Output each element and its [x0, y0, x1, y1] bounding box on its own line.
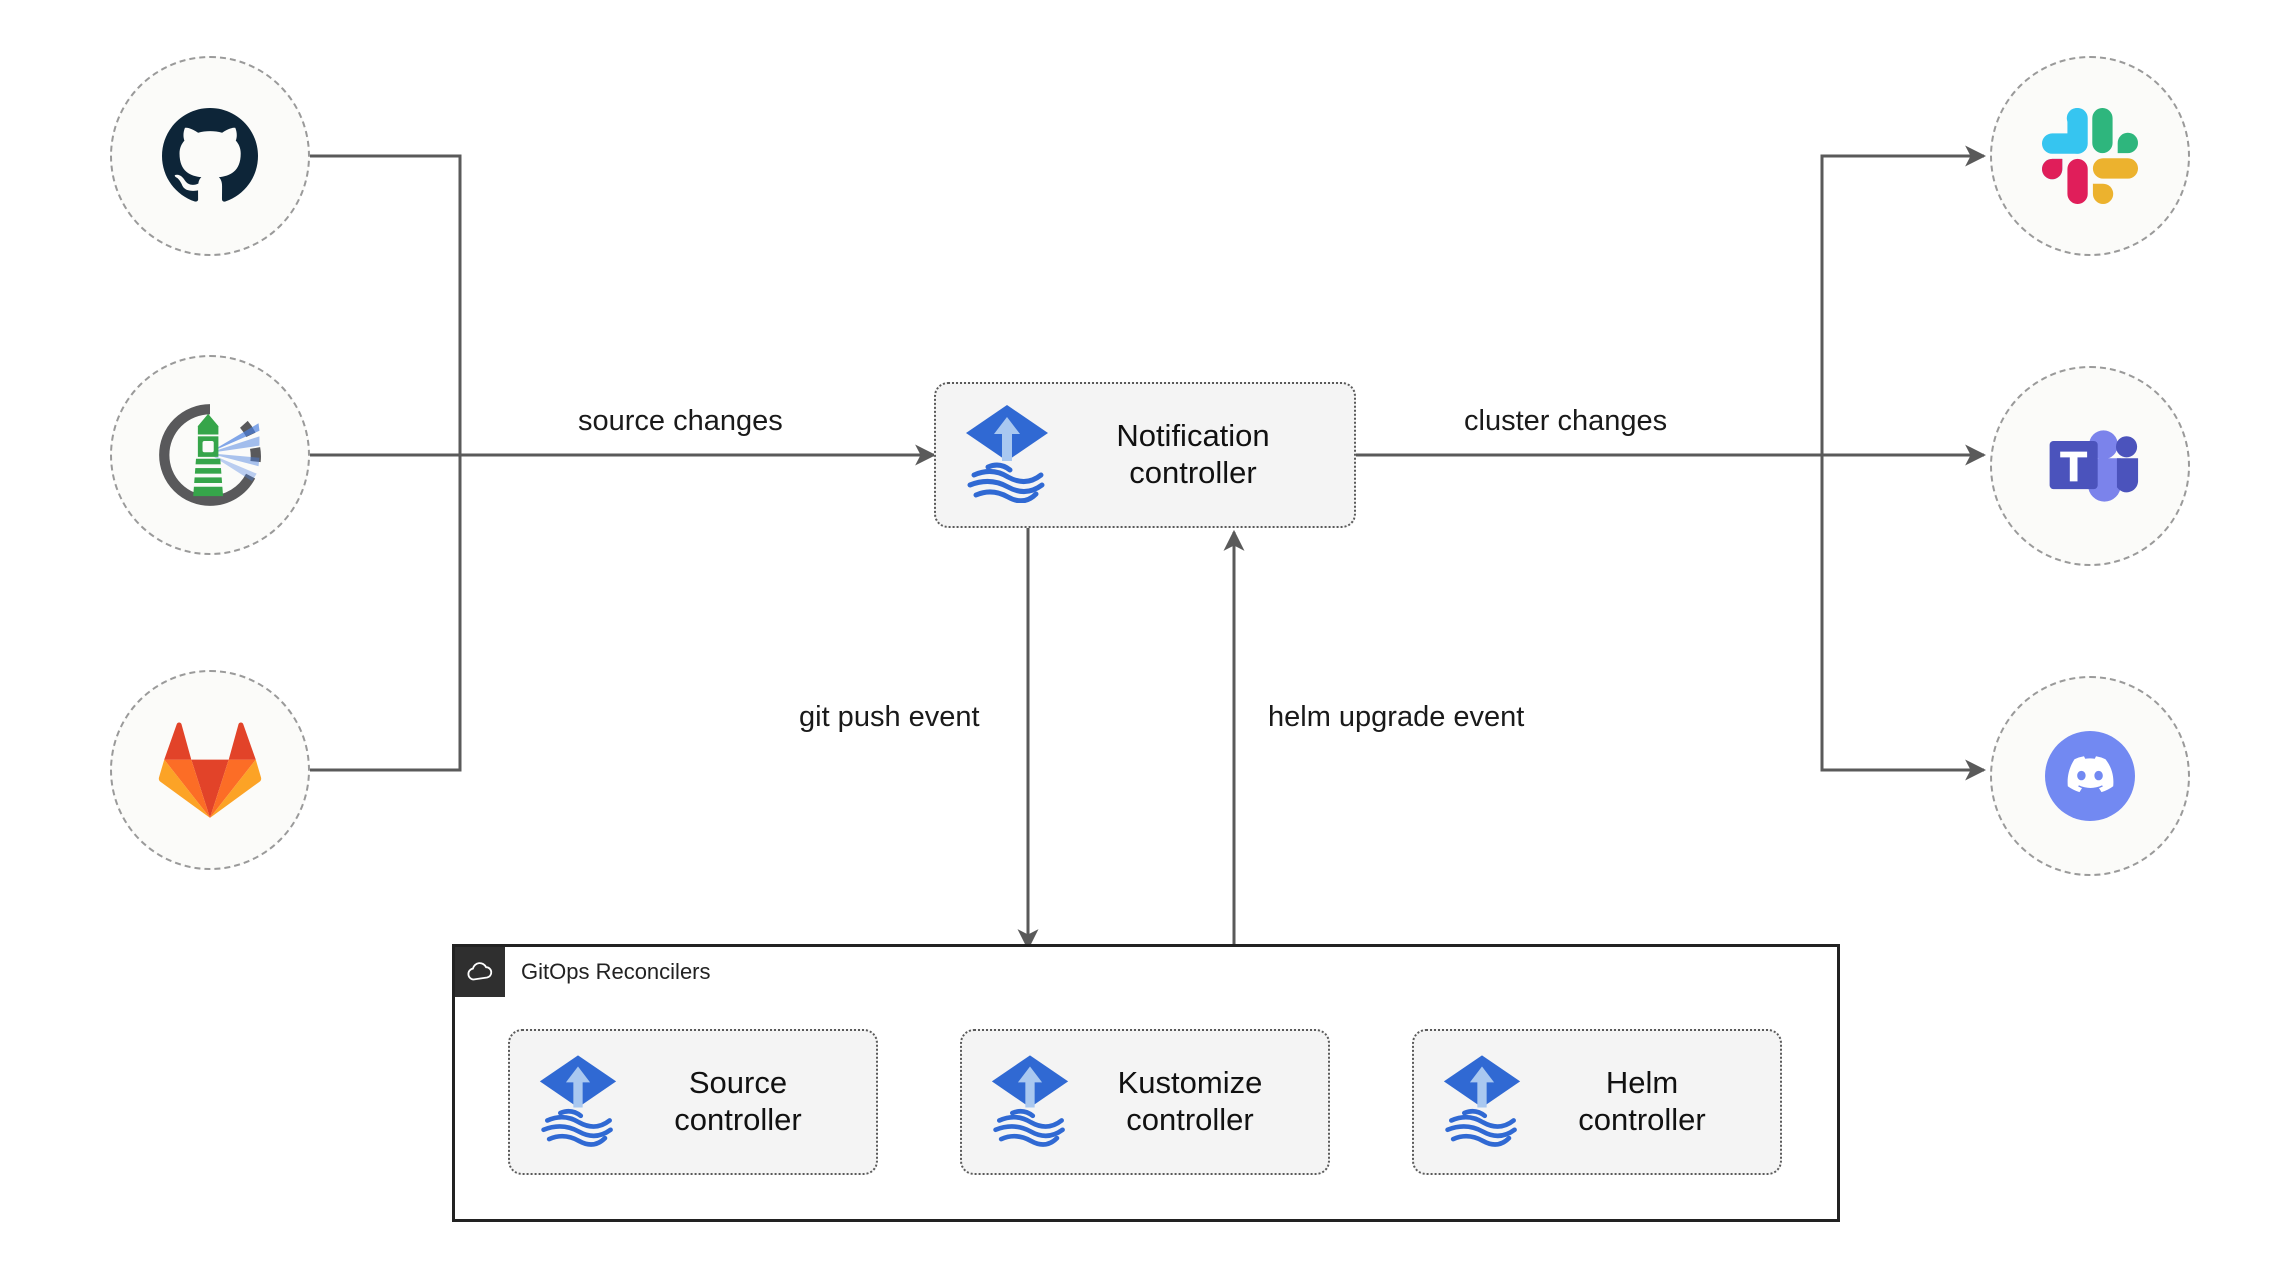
edge-label-source-changes: source changes [578, 405, 783, 437]
notification-controller-node[interactable]: Notification controller [934, 382, 1356, 528]
source-controller-label: Source controller [674, 1065, 802, 1137]
destination-node-microsoft-teams[interactable] [1990, 366, 2190, 566]
edge-label-git-push-event: git push event [799, 701, 980, 733]
flux-logo-icon [1442, 1053, 1522, 1152]
helm-controller-label: Helm controller [1578, 1065, 1706, 1137]
flux-logo-icon [538, 1053, 618, 1152]
kustomize-controller-node[interactable]: Kustomize controller [960, 1029, 1330, 1175]
group-title: GitOps Reconcilers [521, 959, 711, 984]
discord-icon [2045, 731, 2135, 821]
microsoft-teams-icon [2049, 430, 2139, 502]
wire-bus-to-discord [1820, 455, 1987, 781]
cloud-icon [467, 962, 493, 981]
edge-label-cluster-changes: cluster changes [1464, 405, 1668, 437]
helm-controller-node[interactable]: Helm controller [1412, 1029, 1782, 1175]
flux-logo-icon [990, 1053, 1070, 1152]
lighthouse-icon [159, 404, 261, 506]
github-icon [162, 108, 258, 202]
source-controller-node[interactable]: Source controller [508, 1029, 878, 1175]
destination-node-discord[interactable] [1990, 676, 2190, 876]
source-node-gitlab[interactable] [110, 670, 310, 870]
notification-controller-label: Notification controller [1116, 418, 1270, 490]
kustomize-controller-label: Kustomize controller [1117, 1065, 1263, 1137]
wire-github-to-bus [310, 154, 462, 455]
source-node-github[interactable] [110, 56, 310, 256]
wire-gitlab-to-bus [310, 455, 462, 772]
wire-bus-to-slack [1820, 145, 1987, 455]
slack-icon [2042, 108, 2138, 204]
group-icon-tab [455, 947, 505, 997]
edge-label-helm-upgrade-event: helm upgrade event [1268, 701, 1525, 733]
destination-node-slack[interactable] [1990, 56, 2190, 256]
gitlab-icon [158, 722, 262, 818]
flux-logo-icon [964, 403, 1050, 508]
source-node-flagger-lighthouse[interactable] [110, 355, 310, 555]
